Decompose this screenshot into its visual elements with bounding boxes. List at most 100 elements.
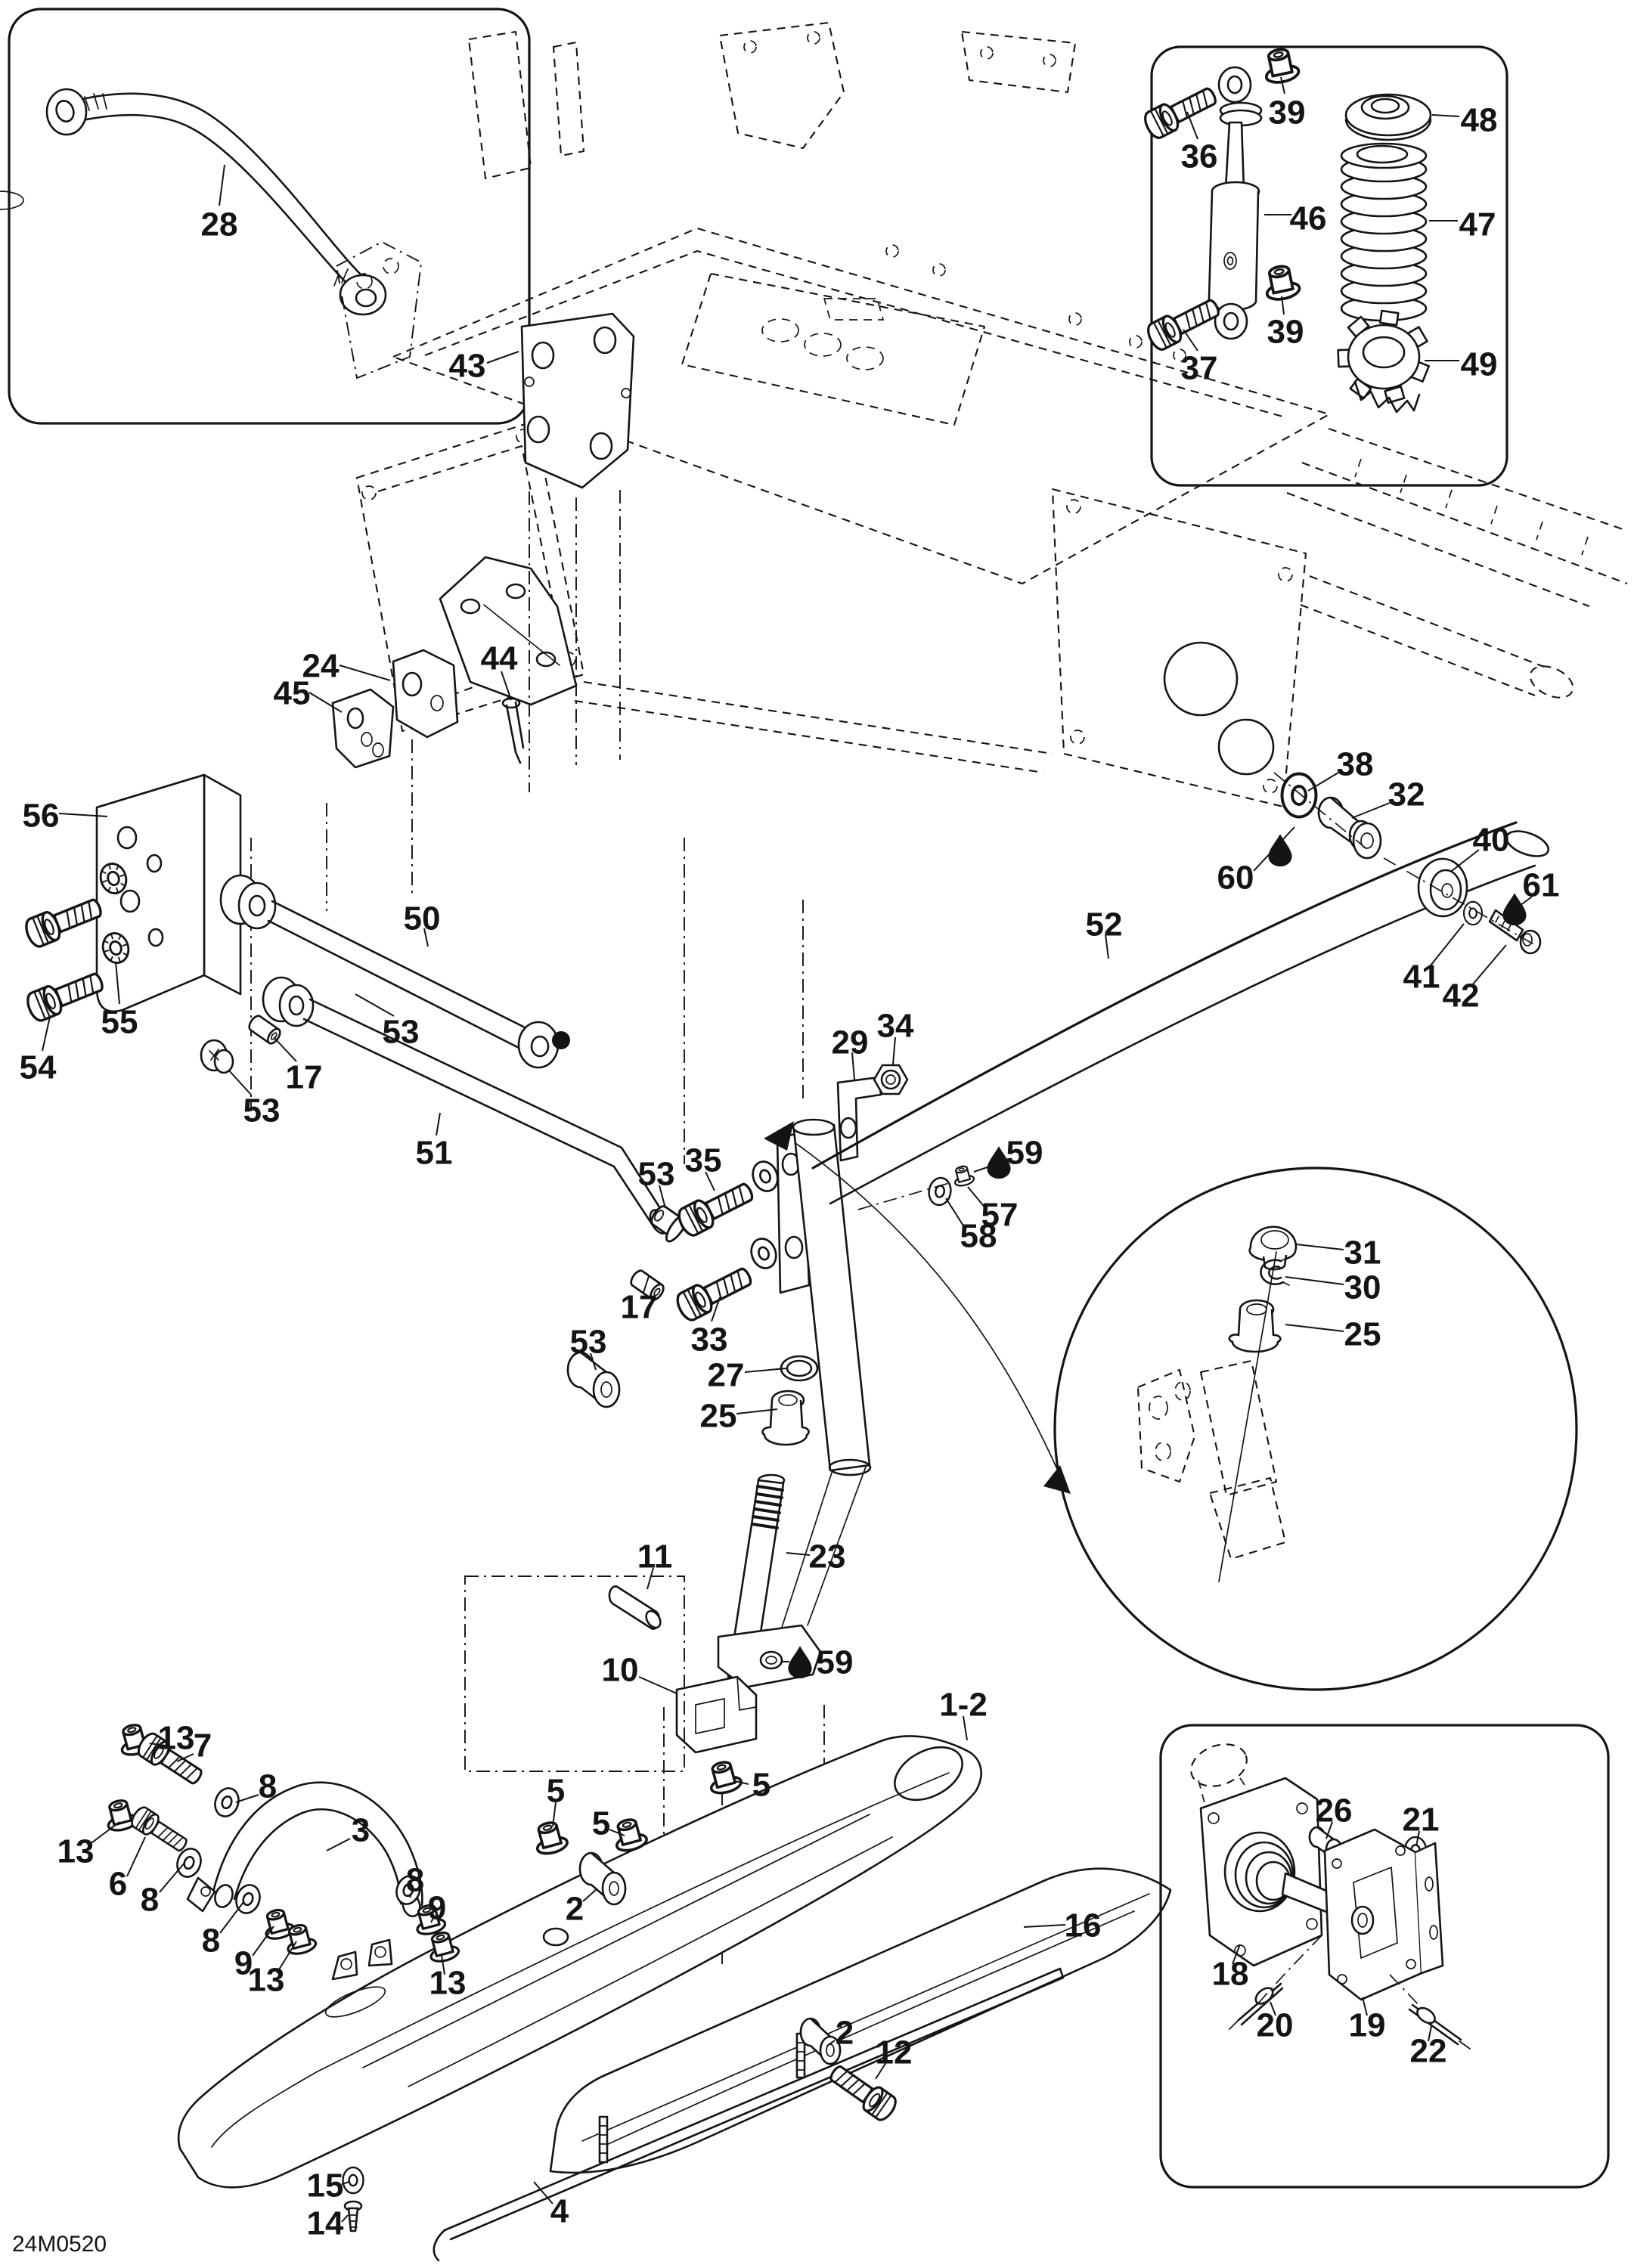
callout-leader-13	[276, 1941, 297, 1974]
part-callout-5: 5	[547, 1773, 565, 1810]
part-callout-3: 3	[352, 1812, 370, 1849]
bushing-32	[1317, 796, 1382, 860]
callout-leader-16	[1023, 1924, 1066, 1928]
callout-leader-10	[638, 1676, 677, 1694]
callout-leader-13	[441, 1954, 445, 1975]
callout-leader-52	[1105, 934, 1109, 959]
bolt-36	[1139, 80, 1222, 142]
part-callout-42: 42	[1443, 978, 1480, 1015]
callout-leader-37	[1183, 329, 1198, 352]
part-callout-37: 37	[1181, 350, 1218, 387]
grease-droplet-icon	[1268, 834, 1292, 867]
part-callout-28: 28	[201, 206, 238, 243]
part-callout-53: 53	[383, 1014, 420, 1051]
callout-leader-12	[875, 2062, 887, 2080]
callout-leader-13	[88, 1821, 120, 1845]
callout-leader-13	[149, 1743, 172, 1747]
callout-leader-3	[326, 1838, 351, 1851]
part-callout-20: 20	[1257, 2007, 1294, 2044]
callout-leader-25	[736, 1408, 778, 1414]
part-callout-10: 10	[602, 1652, 639, 1689]
callout-leader-17	[273, 1036, 297, 1062]
part-callout-51: 51	[416, 1135, 453, 1172]
nut-39-bottom	[1260, 262, 1303, 304]
callout-leader-9	[430, 1916, 435, 1923]
part-callout-43: 43	[449, 348, 486, 385]
plug-31	[1248, 1225, 1298, 1271]
washer-33	[746, 1234, 781, 1273]
part-callout-16: 16	[1065, 1907, 1102, 1944]
ski-assembly	[177, 1735, 1172, 2262]
part-callout-23: 23	[809, 1538, 846, 1576]
part-callout-26: 26	[1316, 1792, 1353, 1830]
callout-leader-50	[423, 928, 429, 947]
part-callout-35: 35	[685, 1142, 722, 1179]
part-callout-44: 44	[481, 640, 518, 677]
part-callout-53: 53	[243, 1092, 281, 1129]
swing-arm-52	[811, 772, 1549, 1210]
rivet-44	[501, 697, 525, 764]
part-callout-60: 60	[1217, 860, 1254, 897]
part-callout-13: 13	[429, 1965, 467, 2002]
link-rod-50	[219, 874, 570, 1069]
part-callout-47: 47	[1459, 206, 1496, 243]
part-callout-18: 18	[1212, 1956, 1249, 1993]
detail-circle	[1053, 1167, 1578, 1691]
callout-leader-20	[1270, 2001, 1276, 2016]
callout-leader-40	[1451, 849, 1480, 872]
callout-leader-55	[115, 961, 120, 1005]
part-callout-59: 59	[1006, 1135, 1043, 1172]
callout-leader-8	[409, 1889, 414, 1898]
callout-leader-30	[1285, 1276, 1344, 1285]
part-callout-36: 36	[1181, 138, 1218, 175]
inset-sway-bar	[8, 8, 531, 425]
callout-leader-23	[786, 1552, 811, 1556]
callout-leader-17	[643, 1275, 650, 1294]
pin-20	[1229, 1982, 1284, 2030]
callout-leader-25	[1285, 1324, 1344, 1332]
callout-leader-39	[1281, 296, 1285, 315]
detail-arrow-icon	[764, 1121, 1071, 1494]
part-callout-12: 12	[876, 2034, 913, 2071]
callout-leader-8	[219, 1901, 244, 1934]
part-callout-6: 6	[109, 1866, 127, 1903]
callout-leader-28	[219, 164, 225, 206]
callout-leader-2	[582, 1888, 598, 1902]
callout-leader-24	[339, 665, 391, 681]
part-callout-40: 40	[1473, 822, 1510, 859]
callout-leader-22	[1428, 2025, 1432, 2042]
bolt-6	[127, 1803, 192, 1857]
callout-leader-2	[826, 2040, 836, 2046]
part-callout-33: 33	[691, 1321, 728, 1359]
callout-leader-53	[355, 993, 395, 1017]
callout-leader-48	[1431, 114, 1460, 117]
callout-leader-38	[1307, 772, 1339, 792]
part-callout-2: 2	[566, 1891, 584, 1928]
callout-leader-29	[851, 1052, 855, 1080]
screw-14	[343, 2200, 363, 2232]
part-callout-11: 11	[637, 1538, 673, 1576]
callout-leader-56	[58, 813, 108, 817]
housing-18	[1199, 1777, 1344, 1967]
callout-leader-34	[892, 1036, 896, 1065]
callout-leader-42	[1471, 944, 1507, 986]
part-callout-57: 57	[981, 1197, 1019, 1234]
part-callout-41: 41	[1403, 959, 1440, 996]
part-callout-8: 8	[406, 1862, 424, 1899]
part-callout-58: 58	[960, 1218, 997, 1255]
part-callout-9: 9	[234, 1945, 253, 1982]
part-callout-45: 45	[274, 675, 311, 712]
part-callout-48: 48	[1461, 102, 1498, 139]
callout-leader-44	[501, 671, 512, 701]
part-callout-27: 27	[708, 1357, 745, 1394]
callout-leader-32	[1351, 802, 1391, 819]
washer-35	[748, 1157, 783, 1196]
callout-leader-18	[1232, 1944, 1241, 1965]
part-callout-55: 55	[101, 1004, 138, 1041]
part-callout-59: 59	[817, 1644, 854, 1681]
stopper-10	[675, 1675, 758, 1754]
cup-washer-40	[1417, 857, 1468, 918]
pin-22	[1408, 2003, 1471, 2050]
